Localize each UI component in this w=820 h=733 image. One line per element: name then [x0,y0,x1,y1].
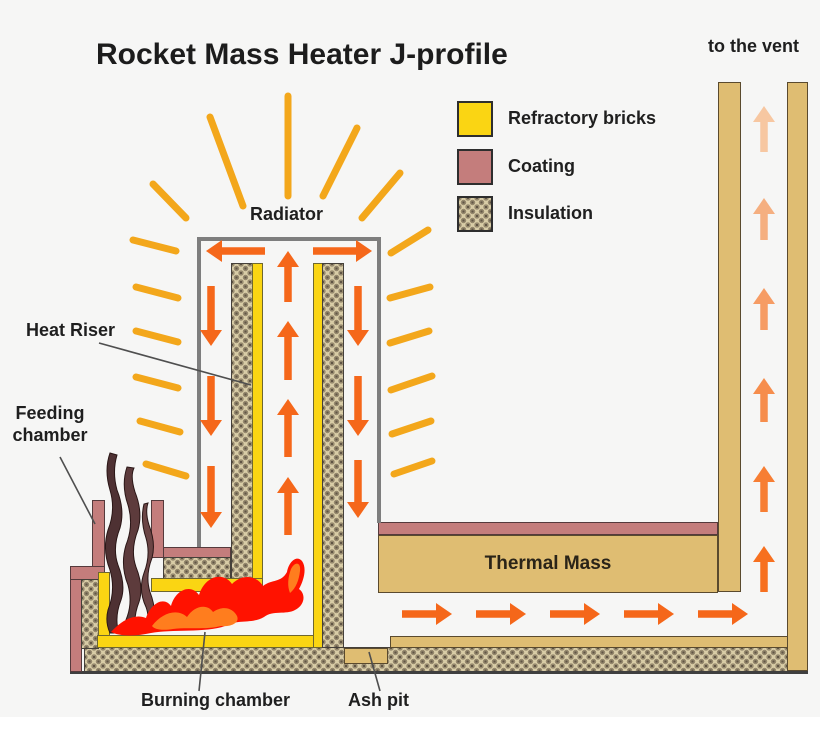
thermal-mass-coating [378,522,718,535]
feeding-chamber-pointer-line [59,456,96,525]
heat-ray [149,180,190,222]
flow-arrow-head [277,477,299,493]
flow-arrow-head [732,603,748,625]
pointer-lines [59,342,381,692]
flow-arrow-head [753,106,775,122]
to-the-vent-label: to the vent [708,36,800,56]
legend-label-refractory: Refractory bricks [508,108,657,128]
flow-arrow-head [200,330,222,346]
flame [111,558,305,636]
heat-ray [319,124,361,200]
thermal-mass-label: Thermal Mass [484,553,612,574]
heat-riser-left-insulation [231,263,254,579]
legend-label-coating: Coating [508,156,575,176]
flow-arrow-head [356,240,372,262]
heat-riser-label: Heat Riser [26,320,116,340]
radiator-shell-left [197,237,201,547]
firewood-sticks [104,452,155,635]
heat-ray [129,236,180,255]
radiator-shell-top [197,237,381,241]
legend-swatch-refractory [457,101,493,137]
flow-arrow-head [753,546,775,562]
flow-arrow-head [584,603,600,625]
heat-riser-pointer-line [98,342,252,386]
flow-arrow-head [436,603,452,625]
wood-stick [104,452,124,634]
flow-arrow-head [753,288,775,304]
vent-left-wall [718,82,741,592]
radiator-shell-right [377,237,381,523]
flow-arrow-head [753,466,775,482]
flow-arrow-head [753,378,775,394]
heat-ray [142,460,190,480]
heat-ray [358,169,404,222]
heat-ray [386,327,433,347]
heat-ray [132,373,182,392]
burning-chamber-floor [97,635,314,648]
flow-arrow-head [510,603,526,625]
flame-outer [111,558,305,636]
flow-arrow-head [277,321,299,337]
vent-right-wall [787,82,808,671]
page-title: Rocket Mass Heater J-profile [96,38,508,71]
legend-label-insulation: Insulation [508,203,593,223]
burning-chamber-pointer-line [198,631,206,692]
flow-arrow-head [200,512,222,528]
heat-ray [386,283,434,302]
flow-arrow-head [200,420,222,436]
flame-inner [152,606,238,630]
flow-arrow-head [347,420,369,436]
heat-ray [390,457,436,478]
ground-line [70,671,808,674]
burning-chamber-label: Burning chamber [141,690,291,710]
heat-ray [387,372,436,394]
heat-ray [132,327,182,346]
flow-arrow-head [206,240,222,262]
wood-stick [122,466,142,635]
feeding-chamber-insulation [81,579,99,649]
heat-riser-right-insulation [322,263,344,648]
flame-inner [288,563,301,593]
ash-pit-box [344,648,388,664]
flow-arrow-head [277,399,299,415]
feeding-chamber-label: Feeding chamber [12,403,88,445]
heat-ray [132,283,182,302]
burn-tunnel-ceiling-insulation [163,557,231,579]
flow-arrow-head [347,330,369,346]
flow-arrow-head [347,502,369,518]
legend-swatch-coating [457,149,493,185]
radiator-label: Radiator [250,204,324,224]
bottom-margin [0,717,820,733]
heat-ray [136,417,184,436]
flow-arrow-head [658,603,674,625]
legend-swatch-insulation [457,196,493,232]
feeding-chamber-right-wall [151,500,164,558]
thermal-mass-body: Thermal Mass [378,535,718,593]
flow-arrow-head [277,251,299,267]
heat-ray [388,417,435,438]
flow-arrow-head [753,198,775,214]
ash-pit-label: Ash pit [348,690,409,710]
heat-ray [387,226,432,257]
heat-ray [206,113,247,210]
ash-pit-pointer-line [368,651,381,692]
